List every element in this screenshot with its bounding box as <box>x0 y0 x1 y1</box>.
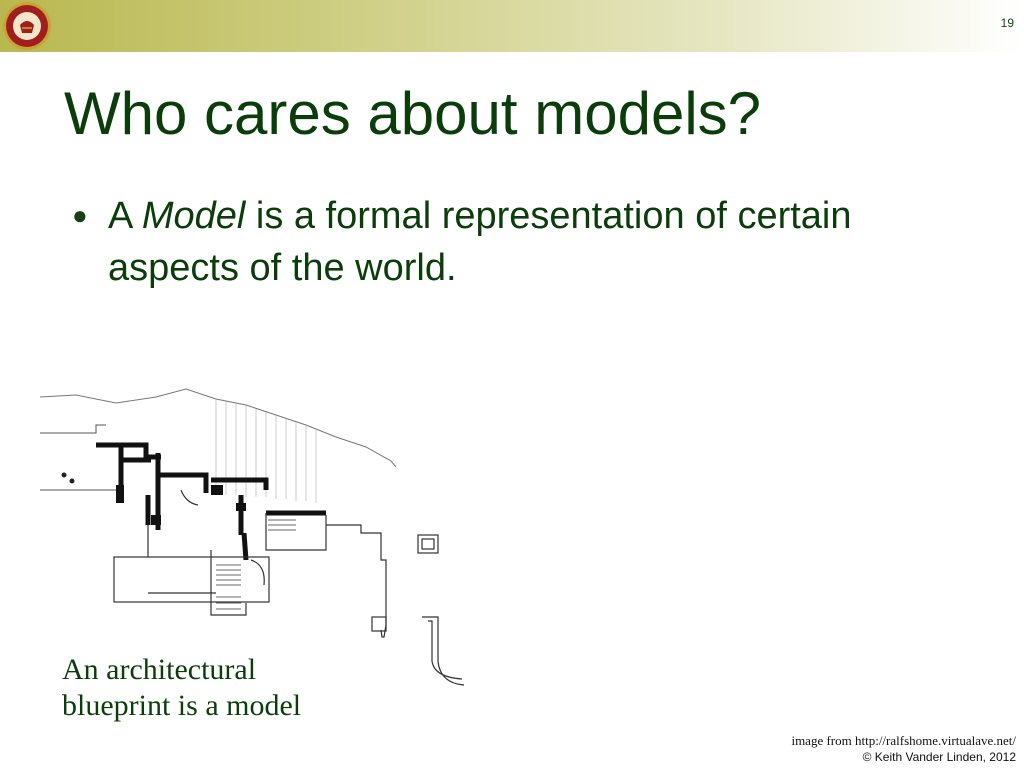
university-seal-icon <box>3 2 51 50</box>
image-caption: An architectural blueprint is a model <box>62 652 382 724</box>
bullet-emphasis: Model <box>141 195 246 237</box>
caption-line-2: blueprint is a model <box>62 689 302 722</box>
caption-line-1: An architectural <box>62 653 257 686</box>
bullet-item: A Model is a formal representation of ce… <box>108 190 888 294</box>
bullet-prefix: A <box>108 195 142 237</box>
bullet-rest: is a formal representation of certain as… <box>108 195 852 289</box>
copyright: © Keith Vander Linden, 2012 <box>862 750 1016 764</box>
header-band: 19 <box>0 0 1024 52</box>
blueprint-image <box>39 388 465 686</box>
bullet-dot-icon: ● <box>72 200 88 230</box>
slide-title: Who cares about models? <box>64 80 762 147</box>
credit-block: image from http://ralfshome.virtualave.n… <box>791 732 1016 766</box>
slide-number: 19 <box>1000 16 1014 30</box>
image-source: image from http://ralfshome.virtualave.n… <box>791 733 1016 748</box>
